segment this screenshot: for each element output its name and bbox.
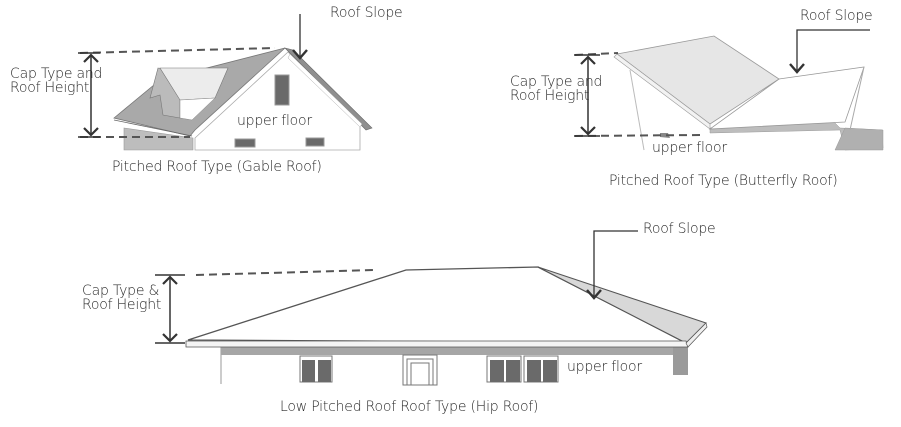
gable-height-label-line1: Cap Type and xyxy=(10,66,103,82)
hip-door xyxy=(402,354,438,386)
hip-roof-slope-label: Roof Slope xyxy=(643,221,716,237)
butterfly-caption: Pitched Roof Type (Butterfly Roof) xyxy=(609,173,838,189)
gable-height-dimension xyxy=(78,47,276,138)
hip-slope-arrow xyxy=(586,230,638,300)
hip-upper-floor-label: upper floor xyxy=(567,359,642,375)
gable-upper-floor-label: upper floor xyxy=(237,113,312,129)
butterfly-upper-floor-label: upper floor xyxy=(652,140,727,156)
gable-roof-slope-label: Roof Slope xyxy=(330,5,403,21)
gable-caption: Pitched Roof Type (Gable Roof) xyxy=(112,159,322,175)
gable-height-label-line2: Roof Height xyxy=(10,80,90,96)
butterfly-roof-slope-label: Roof Slope xyxy=(800,8,873,24)
hip-height-label-line1: Cap Type & xyxy=(82,283,160,299)
hip-window-right xyxy=(486,355,559,383)
hip-window-left xyxy=(299,355,333,383)
hip-caption: Low Pitched Roof Roof Type (Hip Roof) xyxy=(280,399,539,415)
butterfly-height-label-line1: Cap Type and xyxy=(510,74,603,90)
butterfly-slope-arrow xyxy=(789,29,870,74)
hip-height-dimension xyxy=(155,269,376,344)
hip-roof-house xyxy=(185,266,708,388)
gable-slope-arrow xyxy=(292,14,308,60)
butterfly-height-dimension xyxy=(574,52,701,137)
gable-roof-house xyxy=(113,47,373,151)
hip-height-label-line2: Roof Height xyxy=(82,297,162,313)
butterfly-roof-house xyxy=(613,35,884,151)
butterfly-height-label-line2: Roof Height xyxy=(510,88,590,104)
